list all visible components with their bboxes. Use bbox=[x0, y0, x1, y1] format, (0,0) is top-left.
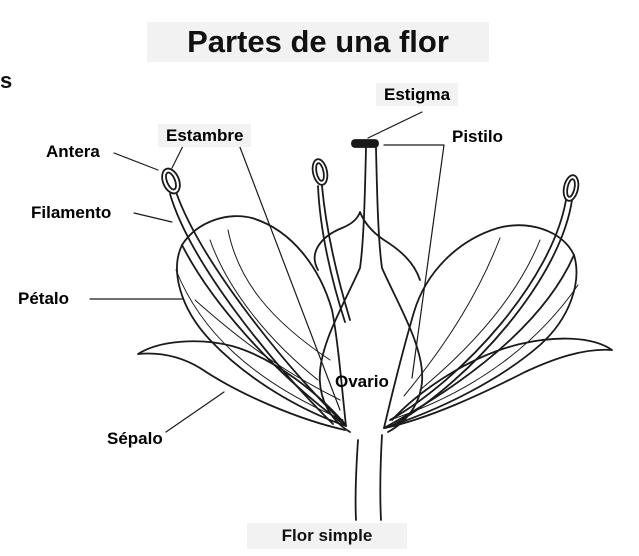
leader-lines bbox=[89, 111, 445, 433]
label-sepalo: Sépalo bbox=[107, 429, 163, 448]
anther bbox=[311, 158, 329, 186]
stamen-filament bbox=[321, 185, 351, 321]
diagram-caption: Flor simple bbox=[247, 523, 407, 549]
label-filamento: Filamento bbox=[31, 203, 112, 222]
stamen-filament bbox=[175, 191, 341, 421]
stem bbox=[379, 434, 383, 521]
label-antera: Antera bbox=[46, 142, 100, 161]
left-sepal bbox=[137, 340, 346, 431]
leader-pistilo bbox=[383, 144, 445, 379]
right-petal bbox=[383, 224, 578, 429]
stigma bbox=[351, 139, 379, 148]
left-petal bbox=[176, 215, 347, 427]
label-pistilo: Pistilo bbox=[452, 127, 504, 146]
label-estigma: Estigma bbox=[376, 83, 459, 106]
leader-estigma bbox=[367, 111, 423, 139]
diagram-title: Partes de una flor bbox=[147, 22, 489, 62]
label-petalo: Pétalo bbox=[18, 289, 70, 308]
leader-filamento bbox=[133, 212, 173, 223]
stem bbox=[354, 439, 359, 521]
stamen-filament bbox=[394, 199, 573, 425]
anther bbox=[161, 167, 181, 195]
leader-antera bbox=[113, 152, 159, 171]
label-ovario: Ovario bbox=[335, 372, 389, 391]
right-sepal bbox=[384, 337, 613, 429]
label-estambre: Estambre bbox=[158, 124, 252, 147]
anther bbox=[562, 174, 580, 202]
back-center-petal bbox=[313, 211, 421, 281]
cropped-text-fragment: s bbox=[0, 68, 13, 93]
leader-sepalo bbox=[165, 391, 225, 433]
